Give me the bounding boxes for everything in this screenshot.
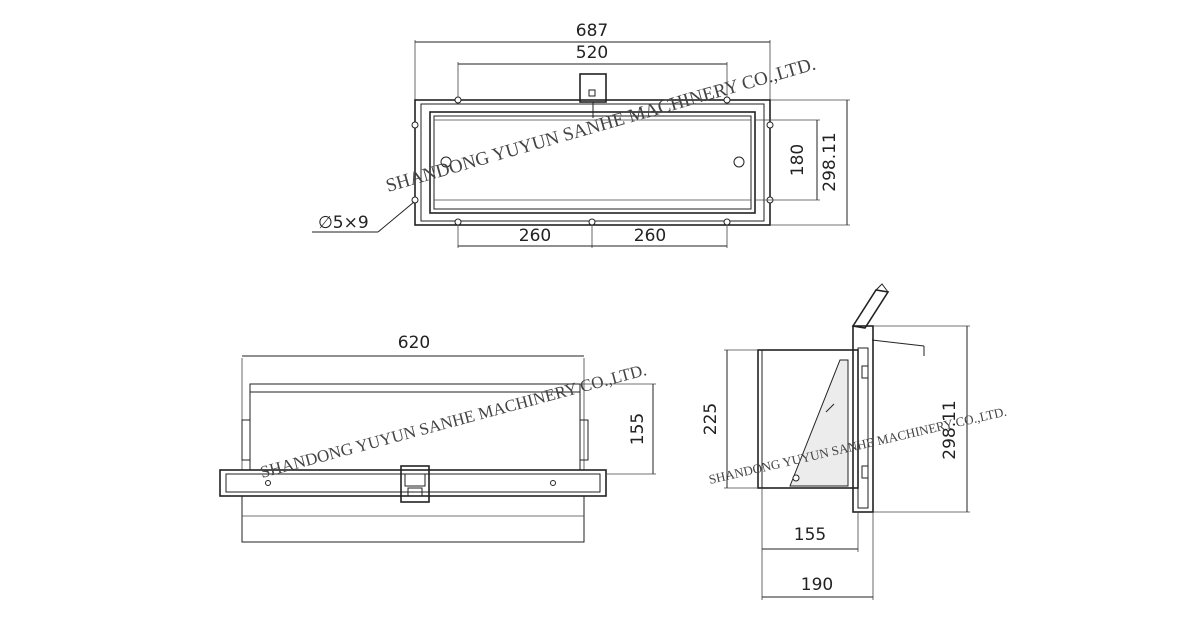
- side-flange: [852, 325, 874, 513]
- dim-label-298-side: 298.11: [940, 400, 960, 459]
- side-open-lid: [851, 289, 890, 329]
- top-view: 687 520 260 260: [312, 21, 850, 248]
- dim-label-260-left: 260: [519, 226, 551, 246]
- dim-label-520: 520: [576, 43, 608, 63]
- side-bracket: [789, 359, 849, 487]
- dim-label-155-side: 155: [794, 525, 826, 545]
- dim-label-298-top: 298.11: [820, 132, 840, 191]
- hole-spec-label: ∅5×9: [318, 213, 369, 233]
- dim-label-180: 180: [788, 144, 808, 176]
- dim-label-687: 687: [576, 21, 608, 41]
- watermark-front: SHANDONG YUYUN SANHE MACHINERY CO.,LTD.: [258, 360, 648, 482]
- front-body: [241, 495, 585, 543]
- dim-label-620: 620: [398, 333, 430, 353]
- front-view: 620 155: [219, 333, 656, 543]
- dim-label-260-right: 260: [634, 226, 666, 246]
- watermark-top: SHANDONG YUYUN SANHE MACHINERY CO.,LTD.: [384, 54, 819, 197]
- side-view: 225 298.11 155 190: [701, 283, 970, 600]
- front-handle: [400, 465, 430, 503]
- dim-label-155-front: 155: [628, 413, 648, 445]
- dim-label-225: 225: [701, 403, 721, 435]
- dim-label-190: 190: [801, 575, 833, 595]
- top-handle: [579, 73, 607, 103]
